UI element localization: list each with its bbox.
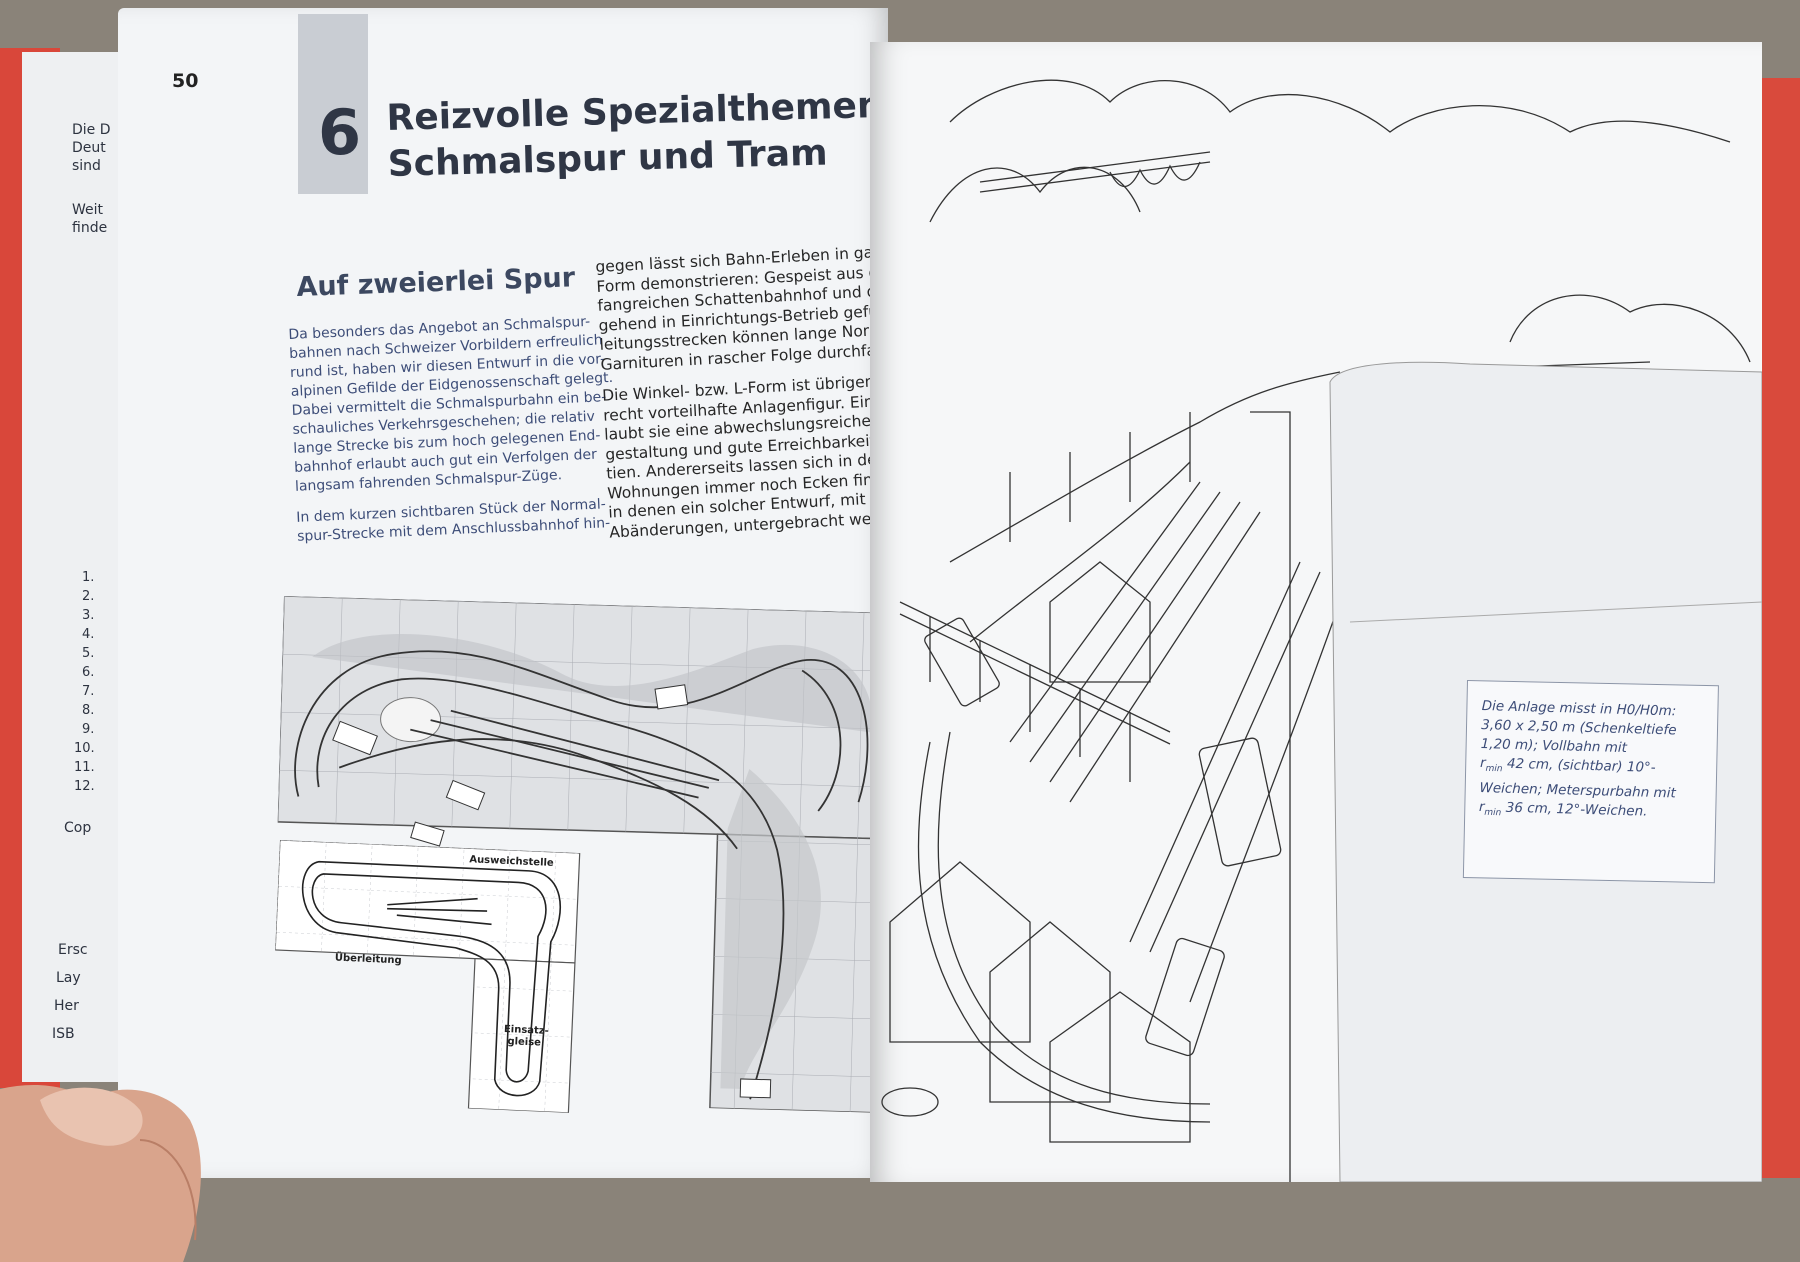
underlying-text-fragment: Deut bbox=[72, 140, 106, 156]
schematic-track-plan: Ausweichstelle Überleitung Einsatz- glei… bbox=[274, 840, 581, 1114]
chapter-number-box bbox=[298, 14, 368, 194]
underlying-list-number: 4. bbox=[82, 627, 95, 642]
label-ausweichstelle: Ausweichstelle bbox=[469, 854, 554, 869]
label-einsatzgleise: gleise bbox=[507, 1036, 541, 1048]
underlying-list-number: 11. bbox=[74, 760, 95, 775]
underlying-list-number: 6. bbox=[82, 665, 95, 680]
underlying-text-fragment: Her bbox=[54, 998, 79, 1014]
r-subscript: min bbox=[1484, 807, 1502, 818]
track-plan-illustration bbox=[276, 596, 904, 1114]
underlying-text-fragment: sind bbox=[72, 158, 101, 174]
page-number: 50 bbox=[172, 70, 199, 92]
paragraph: In dem kurzen sichtbaren Stück der Norma… bbox=[296, 495, 620, 547]
underlying-list-number: 2. bbox=[82, 589, 95, 604]
chapter-title: Reizvolle Spezialthemen: Schmalspur und … bbox=[386, 83, 899, 188]
hand-holding-book bbox=[0, 1085, 201, 1262]
layout-drawing-illustration bbox=[881, 79, 1762, 1182]
layout-caption: Die Anlage misst in H0/H0m: 3,60 x 2,50 … bbox=[1478, 697, 1721, 829]
caption-line-text: 42 cm, (sichtbar) 10°- bbox=[1506, 755, 1656, 776]
underlying-list-number: 9. bbox=[82, 722, 95, 737]
section-title: Auf zweierlei Spur bbox=[296, 262, 576, 303]
underlying-list-number: 3. bbox=[82, 608, 95, 623]
book-cover-right-edge bbox=[1756, 78, 1800, 1178]
underlying-list-number: 12. bbox=[74, 779, 95, 794]
underlying-text-fragment: ISB bbox=[52, 1026, 75, 1042]
underlying-text-fragment: Ersc bbox=[58, 942, 88, 958]
underlying-text-fragment: Die D bbox=[72, 122, 111, 138]
underlying-list-number: 8. bbox=[82, 703, 95, 718]
underlying-list-number: 7. bbox=[82, 684, 95, 699]
right-page: Die Anlage misst in H0/H0m: 3,60 x 2,50 … bbox=[870, 42, 1762, 1182]
underlying-page: Die D Deut sind Weit finde 1. 2. 3. 4. 5… bbox=[22, 52, 133, 1082]
chapter-number: 6 bbox=[318, 96, 362, 169]
r-subscript: min bbox=[1485, 763, 1503, 775]
paragraph: Da besonders das Angebot an Schmalspur- … bbox=[288, 312, 618, 497]
caption-line-text: 36 cm, 12°-Weichen. bbox=[1505, 799, 1648, 820]
underlying-text-fragment: finde bbox=[72, 220, 108, 236]
underlying-text-fragment: Lay bbox=[56, 970, 81, 986]
underlying-list-number: 10. bbox=[74, 741, 95, 756]
underlying-text-fragment: Weit bbox=[72, 202, 104, 218]
underlying-list-number: 1. bbox=[82, 570, 95, 585]
underlying-list-number: 5. bbox=[82, 646, 95, 661]
left-page: 50 6 Reizvolle Spezialthemen: Schmalspur… bbox=[118, 8, 940, 1178]
underlying-text-fragment: Cop bbox=[64, 820, 92, 836]
label-ueberleitung: Überleitung bbox=[335, 950, 402, 967]
label-einsatzgleise: Einsatz- bbox=[504, 1024, 549, 1037]
text-column-left: Da besonders das Angebot an Schmalspur- … bbox=[288, 312, 620, 559]
